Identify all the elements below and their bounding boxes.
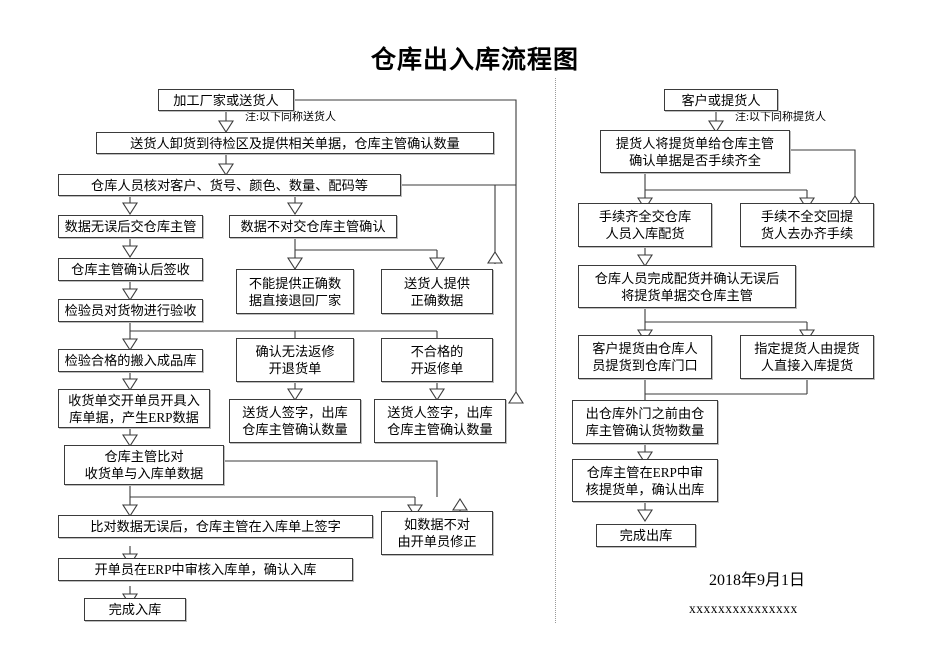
node-label: 仓库人员完成配货并确认无误后 (594, 270, 780, 286)
node-in-4[interactable]: 数据无误后交仓库主管 (58, 215, 203, 238)
node-label: 正确数据 (410, 292, 464, 308)
node-label: 送货人签字，出库 (387, 405, 493, 420)
page-title: 仓库出入库流程图 (370, 45, 579, 74)
node-in-13[interactable]: 收货单交开单员开具入 库单据，产生ERP数据 (58, 389, 210, 428)
node-label: 不能提供正确数 (248, 275, 342, 291)
node-label: 库单据，产生ERP数据 (69, 409, 199, 425)
node-label: 手续齐全交仓库 (598, 209, 692, 224)
node-out-8[interactable]: 出仓库外门之前由仓 库主管确认货物数量 (572, 400, 718, 444)
node-in-15[interactable]: 送货人签字，出库 仓库主管确认数量 (374, 399, 506, 443)
node-label: 将提货单据交仓库主管 (621, 287, 753, 303)
node-out-6[interactable]: 客户提货由仓库人 员提货到仓库门口 (578, 335, 712, 379)
node-in-12[interactable]: 不合格的 开返修单 (381, 338, 493, 382)
node-in-5[interactable]: 数据不对交仓库主管确认 (229, 215, 397, 238)
node-label: 客户或提货人 (681, 92, 761, 108)
node-label: 检验合格的搬入成品库 (64, 353, 197, 368)
column-divider (555, 78, 556, 623)
node-in-16[interactable]: 仓库主管比对 收货单与入库单数据 (64, 445, 224, 485)
node-label: 员提货到仓库门口 (592, 358, 698, 373)
node-label: 仓库主管确认数量 (387, 422, 493, 437)
node-label: 收货单交开单员开具入 (68, 392, 200, 408)
node-label: 送货人签字，出库 (242, 405, 348, 420)
node-in-19[interactable]: 开单员在ERP中审核入库单，确认入库 (58, 558, 353, 581)
node-label: 指定提货人由提货 (754, 341, 860, 356)
footer-date: 2018年9月1日 (709, 572, 806, 589)
node-label: 数据无误后交仓库主管 (64, 219, 197, 234)
node-in-20[interactable]: 完成入库 (84, 598, 186, 621)
node-out-5[interactable]: 仓库人员完成配货并确认无误后 将提货单据交仓库主管 (578, 265, 796, 308)
node-label: 开返修单 (410, 361, 464, 376)
node-label: 开退货单 (268, 361, 322, 376)
node-label: 出仓库外门之前由仓 (585, 406, 705, 421)
node-in-3[interactable]: 仓库人员核对客户、货号、颜色、数量、配码等 (58, 174, 401, 196)
note-inbound: 注:以下同称送货人 (245, 111, 337, 123)
node-label: 货人去办齐手续 (760, 226, 854, 241)
node-label: 据直接退回厂家 (248, 292, 342, 308)
node-label: 仓库人员核对客户、货号、颜色、数量、配码等 (91, 177, 368, 193)
node-label: 核提货单，确认出库 (585, 481, 705, 497)
node-label: 完成出库 (619, 528, 673, 543)
node-in-10[interactable]: 检验合格的搬入成品库 (58, 349, 203, 372)
node-in-7[interactable]: 不能提供正确数 据直接退回厂家 (236, 269, 354, 314)
node-label: 收货单与入库单数据 (84, 466, 204, 481)
node-label: 不合格的 (410, 344, 464, 359)
footer-signature: xxxxxxxxxxxxxxx (689, 601, 798, 616)
node-label: 送货人卸货到待检区及提供相关单据，仓库主管确认数量 (130, 135, 460, 151)
node-label: 仓库主管确认后签收 (71, 262, 190, 277)
node-out-2[interactable]: 提货人将提货单给仓库主管 确认单据是否手续齐全 (600, 130, 790, 173)
node-in-17[interactable]: 比对数据无误后，仓库主管在入库单上签字 (58, 515, 373, 538)
node-label: 加工厂家或送货人 (173, 92, 279, 108)
node-label: 由开单员修正 (397, 534, 477, 549)
node-in-8[interactable]: 送货人提供 正确数据 (381, 269, 493, 314)
node-label: 提货人将提货单给仓库主管 (615, 135, 775, 151)
node-out-10[interactable]: 完成出库 (596, 524, 696, 547)
node-in-18[interactable]: 如数据不对 由开单员修正 (381, 511, 493, 555)
node-label: 检验员对货物进行验收 (64, 303, 197, 318)
node-in-9[interactable]: 检验员对货物进行验收 (58, 299, 203, 322)
node-out-3[interactable]: 手续齐全交仓库 人员入库配货 (578, 203, 712, 247)
node-label: 送货人提供 (404, 275, 470, 291)
node-label: 仓库主管在ERP中审 (586, 464, 704, 480)
node-label: 完成入库 (108, 602, 162, 617)
node-label: 人员入库配货 (605, 226, 685, 241)
node-in-2[interactable]: 送货人卸货到待检区及提供相关单据，仓库主管确认数量 (96, 132, 494, 154)
node-out-1[interactable]: 客户或提货人 (664, 89, 778, 111)
node-out-9[interactable]: 仓库主管在ERP中审 核提货单，确认出库 (572, 459, 718, 502)
node-out-4[interactable]: 手续不全交回提 货人去办齐手续 (740, 203, 874, 247)
node-label: 人直接入库提货 (760, 358, 854, 373)
node-in-1[interactable]: 加工厂家或送货人 (158, 89, 294, 111)
node-label: 数据不对交仓库主管确认 (240, 219, 386, 234)
node-label: 客户提货由仓库人 (592, 341, 698, 356)
node-label: 如数据不对 (404, 517, 470, 532)
node-label: 开单员在ERP中审核入库单，确认入库 (94, 562, 317, 577)
node-label: 仓库主管比对 (104, 449, 184, 464)
node-label: 确认单据是否手续齐全 (629, 152, 761, 168)
note-outbound: 注:以下同称提货人 (735, 111, 827, 123)
node-out-7[interactable]: 指定提货人由提货 人直接入库提货 (740, 335, 874, 379)
node-label: 比对数据无误后，仓库主管在入库单上签字 (90, 519, 341, 534)
node-in-14[interactable]: 送货人签字，出库 仓库主管确认数量 (229, 399, 361, 443)
node-label: 仓库主管确认数量 (242, 422, 348, 437)
node-label: 库主管确认货物数量 (585, 423, 705, 438)
node-label: 确认无法返修 (255, 344, 335, 359)
node-in-11[interactable]: 确认无法返修 开退货单 (236, 338, 354, 382)
node-in-6[interactable]: 仓库主管确认后签收 (58, 258, 203, 281)
node-label: 手续不全交回提 (760, 209, 854, 224)
